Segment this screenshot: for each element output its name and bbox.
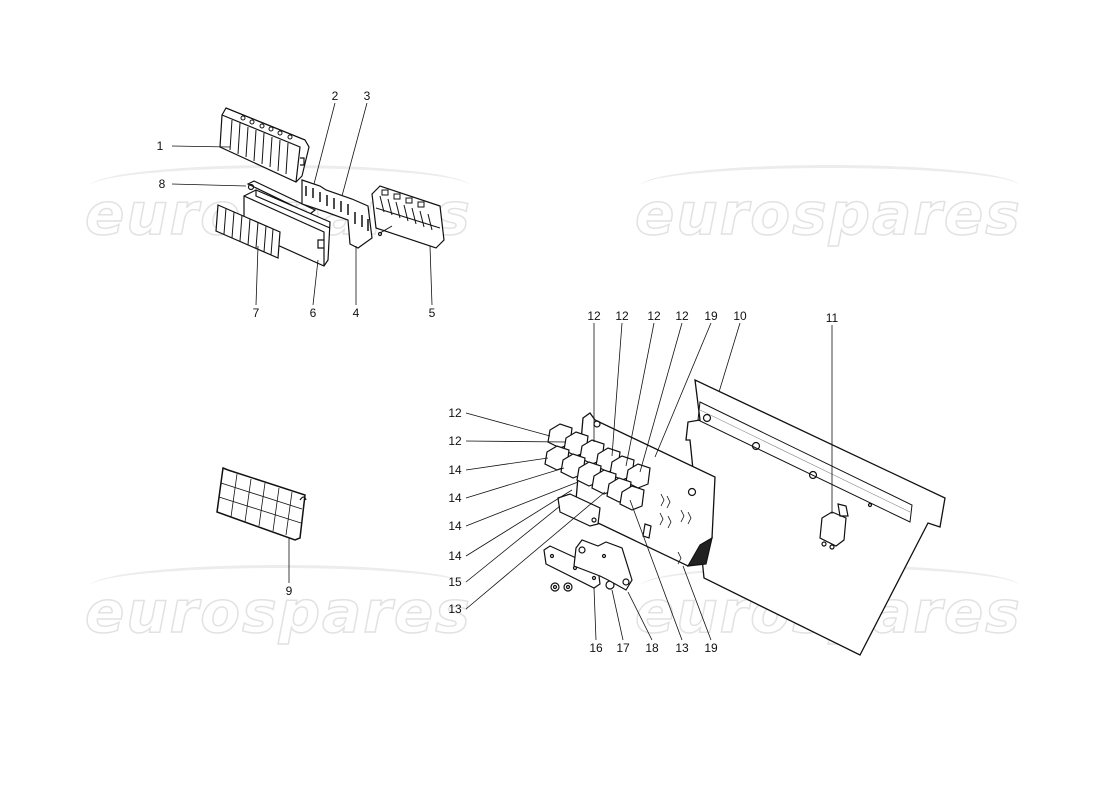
callout-14: 14: [448, 549, 462, 563]
callout-17: 17: [616, 641, 630, 655]
callout-19: 19: [704, 641, 718, 655]
callout-12: 12: [647, 309, 661, 323]
leader-8: [171, 183, 247, 187]
callout-16: 16: [589, 641, 603, 655]
callout-13: 13: [448, 602, 462, 616]
bracket-18: [573, 539, 633, 591]
leader-6: [312, 259, 319, 306]
callout-12: 12: [675, 309, 689, 323]
watermark: eurospares: [84, 577, 472, 647]
callout-19: 19: [704, 309, 718, 323]
callout-14: 14: [448, 519, 462, 533]
leaders-top-12: [593, 322, 683, 473]
callout-12: 12: [448, 434, 462, 448]
fuse-label-7: [215, 204, 281, 259]
watermark: eurospares: [634, 179, 1022, 249]
leaders-bottom: [593, 499, 683, 641]
callout-9: 9: [285, 584, 293, 598]
callout-11: 11: [825, 311, 839, 325]
leader-2: [313, 102, 336, 185]
leader-19b: [682, 565, 712, 641]
fuse-box-cover-top: [219, 107, 310, 183]
callout-4: 4: [352, 306, 360, 320]
callout-5: 5: [428, 306, 436, 320]
callout-12: 12: [448, 406, 462, 420]
callout-8: 8: [158, 177, 166, 191]
relay-clip-15: [557, 493, 601, 527]
callout-10: 10: [733, 309, 747, 323]
callout-14: 14: [448, 463, 462, 477]
leader-1: [171, 145, 231, 148]
watermark-swoosh: [640, 165, 1020, 208]
callout-15: 15: [448, 575, 462, 589]
callout-12: 12: [615, 309, 629, 323]
callout-13: 13: [675, 641, 689, 655]
callout-18: 18: [645, 641, 659, 655]
large-panel-10: [685, 378, 946, 656]
callout-3: 3: [363, 89, 371, 103]
fuse-cover-9: [216, 466, 307, 541]
fuse-contacts-2-3-4: [301, 179, 373, 249]
nuts: [550, 582, 573, 592]
leader-3: [341, 102, 368, 197]
leader-7: [255, 245, 259, 306]
leader-10: [718, 322, 741, 393]
leaders-left: [465, 412, 606, 610]
callout-12: 12: [587, 309, 601, 323]
callout-1: 1: [156, 139, 164, 153]
relays-12-14: [544, 423, 651, 511]
fuse-holder-5: [371, 185, 445, 249]
leader-19a: [654, 322, 712, 458]
callout-7: 7: [252, 306, 260, 320]
leader-5: [429, 245, 433, 306]
callout-14: 14: [448, 491, 462, 505]
watermark-swoosh: [90, 565, 470, 608]
callout-2: 2: [331, 89, 339, 103]
callout-6: 6: [309, 306, 317, 320]
